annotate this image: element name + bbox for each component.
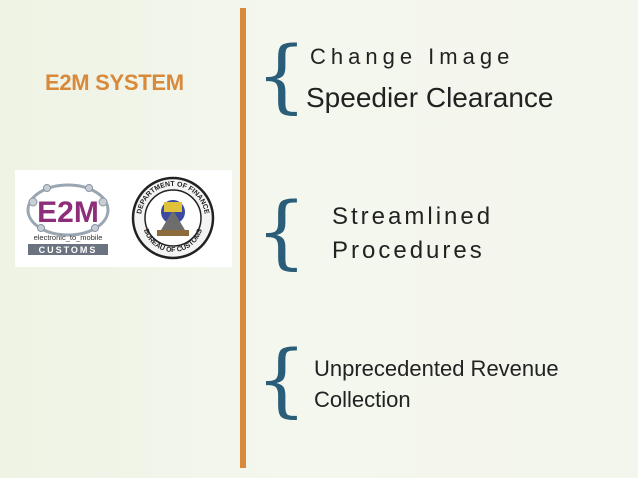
brace-icon: { — [256, 333, 307, 426]
brace-icon: { — [256, 29, 307, 122]
e2m-logo: E2M electronic_to_mobile CUSTOMS — [26, 183, 110, 255]
item-1-line2: Speedier Clearance — [306, 82, 554, 113]
bureau-of-customs-seal: DEPARTMENT OF FINANCE BUREAU OF CUSTOMS — [131, 176, 215, 260]
vertical-divider — [240, 8, 246, 468]
item-1-line1: Change Image — [310, 44, 515, 69]
e2m-logo-caption: electronic_to_mobile — [34, 233, 103, 242]
item-3-line1: Unprecedented Revenue — [314, 356, 559, 381]
e2m-logo-banner: CUSTOMS — [39, 245, 98, 255]
item-2-line2: Procedures — [332, 237, 485, 264]
system-title: E2M SYSTEM — [45, 70, 184, 95]
brace-icon: { — [256, 185, 307, 278]
logo-panel: E2M electronic_to_mobile CUSTOMS DEPARTM… — [15, 170, 232, 267]
item-2-line1: Streamlined — [332, 203, 494, 230]
item-3-line2: Collection — [314, 387, 411, 412]
e2m-logo-text: E2M — [37, 196, 99, 229]
